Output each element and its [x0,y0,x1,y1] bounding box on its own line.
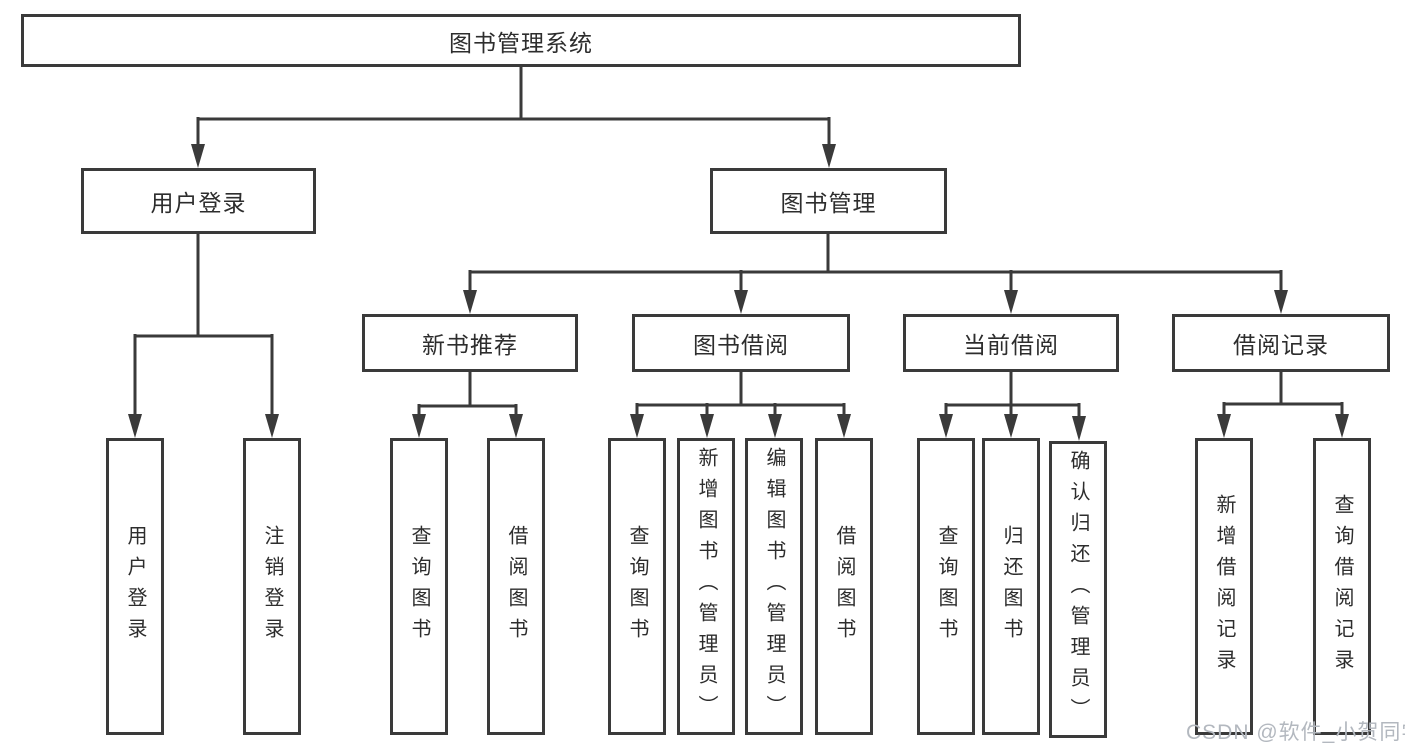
node-book-borrow: 图书借阅 [632,314,850,372]
node-leaf-borrow-book: 借阅图书 [815,438,873,735]
node-leaf-return-book: 归还图书 [982,438,1040,735]
node-leaf-search-book-borrow: 查询图书 [608,438,666,735]
node-leaf-confirm-return-admin: 确认归还（管理员） [1049,441,1107,738]
node-new-book-recommend: 新书推荐 [362,314,578,372]
node-leaf-borrow-book-recommend: 借阅图书 [487,438,545,735]
csdn-watermark: CSDN @软件_小贺同学 [1186,721,1405,744]
node-leaf-user-logout: 注销登录 [243,438,301,735]
connector-book-management-to-level3 [463,233,1288,314]
connector-new-book-recommend-to-children [412,371,523,438]
node-leaf-search-book-current: 查询图书 [917,438,975,735]
connector-book-borrow-to-children [630,371,851,438]
connector-current-borrow-to-children [939,371,1086,441]
node-leaf-user-login: 用户登录 [106,438,164,735]
connector-root-to-level2 [191,67,836,168]
node-user-login: 用户登录 [81,168,316,234]
connector-user-login-to-children [128,233,279,438]
node-leaf-search-borrow-record: 查询借阅记录 [1313,438,1371,735]
node-leaf-add-borrow-record: 新增借阅记录 [1195,438,1253,735]
node-library-system: 图书管理系统 [21,14,1021,67]
node-current-borrow: 当前借阅 [903,314,1119,372]
node-leaf-search-book-recommend: 查询图书 [390,438,448,735]
node-leaf-add-book-admin: 新增图书（管理员） [677,438,735,735]
connector-borrow-record-to-children [1217,371,1349,438]
node-borrow-record: 借阅记录 [1172,314,1390,372]
node-leaf-edit-book-admin: 编辑图书（管理员） [745,438,803,735]
node-book-management: 图书管理 [710,168,947,234]
